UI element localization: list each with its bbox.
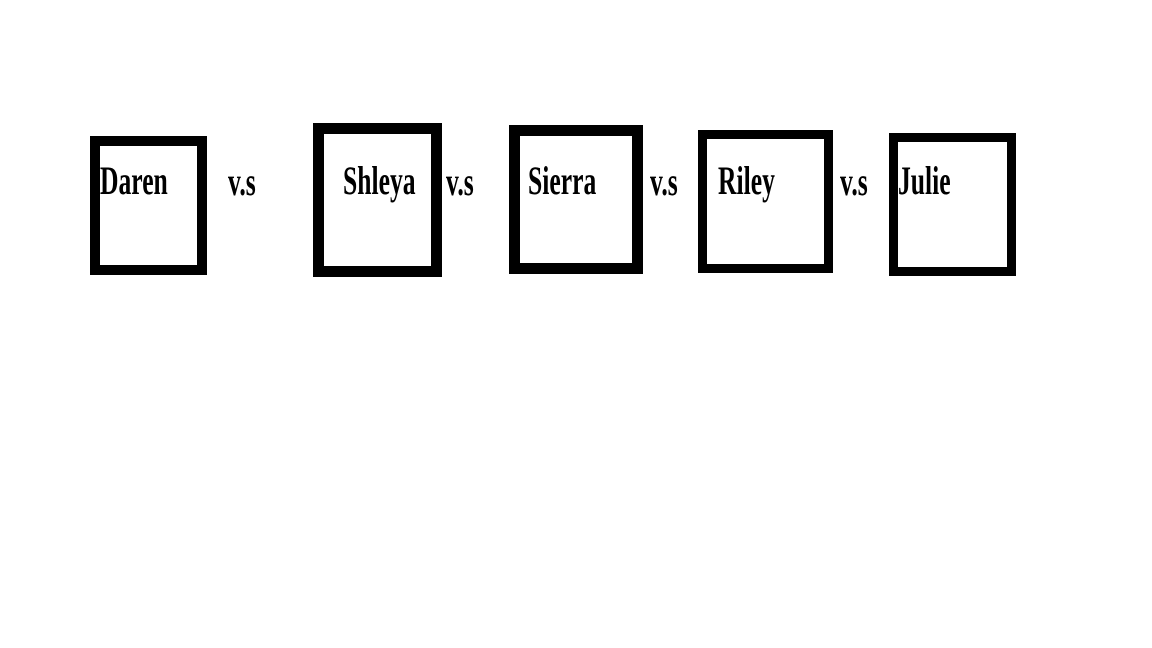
competitor-box-3: Sierra: [509, 125, 643, 274]
vs-label-1: v.s: [228, 159, 256, 204]
competitor-name-4: Riley: [718, 158, 775, 203]
competitor-name-2: Shleya: [343, 158, 416, 203]
competitor-box-2: Shleya: [313, 123, 442, 277]
competitor-name-1: Daren: [100, 158, 168, 203]
vs-label-2: v.s: [446, 159, 474, 204]
competitor-box-5: Julie: [889, 133, 1016, 276]
competitor-name-5: Julie: [898, 158, 951, 203]
competitor-name-3: Sierra: [528, 158, 597, 203]
vs-label-4: v.s: [840, 159, 868, 204]
competitor-box-1: Daren: [90, 136, 207, 275]
competitor-box-4: Riley: [698, 130, 833, 273]
vs-label-3: v.s: [650, 159, 678, 204]
